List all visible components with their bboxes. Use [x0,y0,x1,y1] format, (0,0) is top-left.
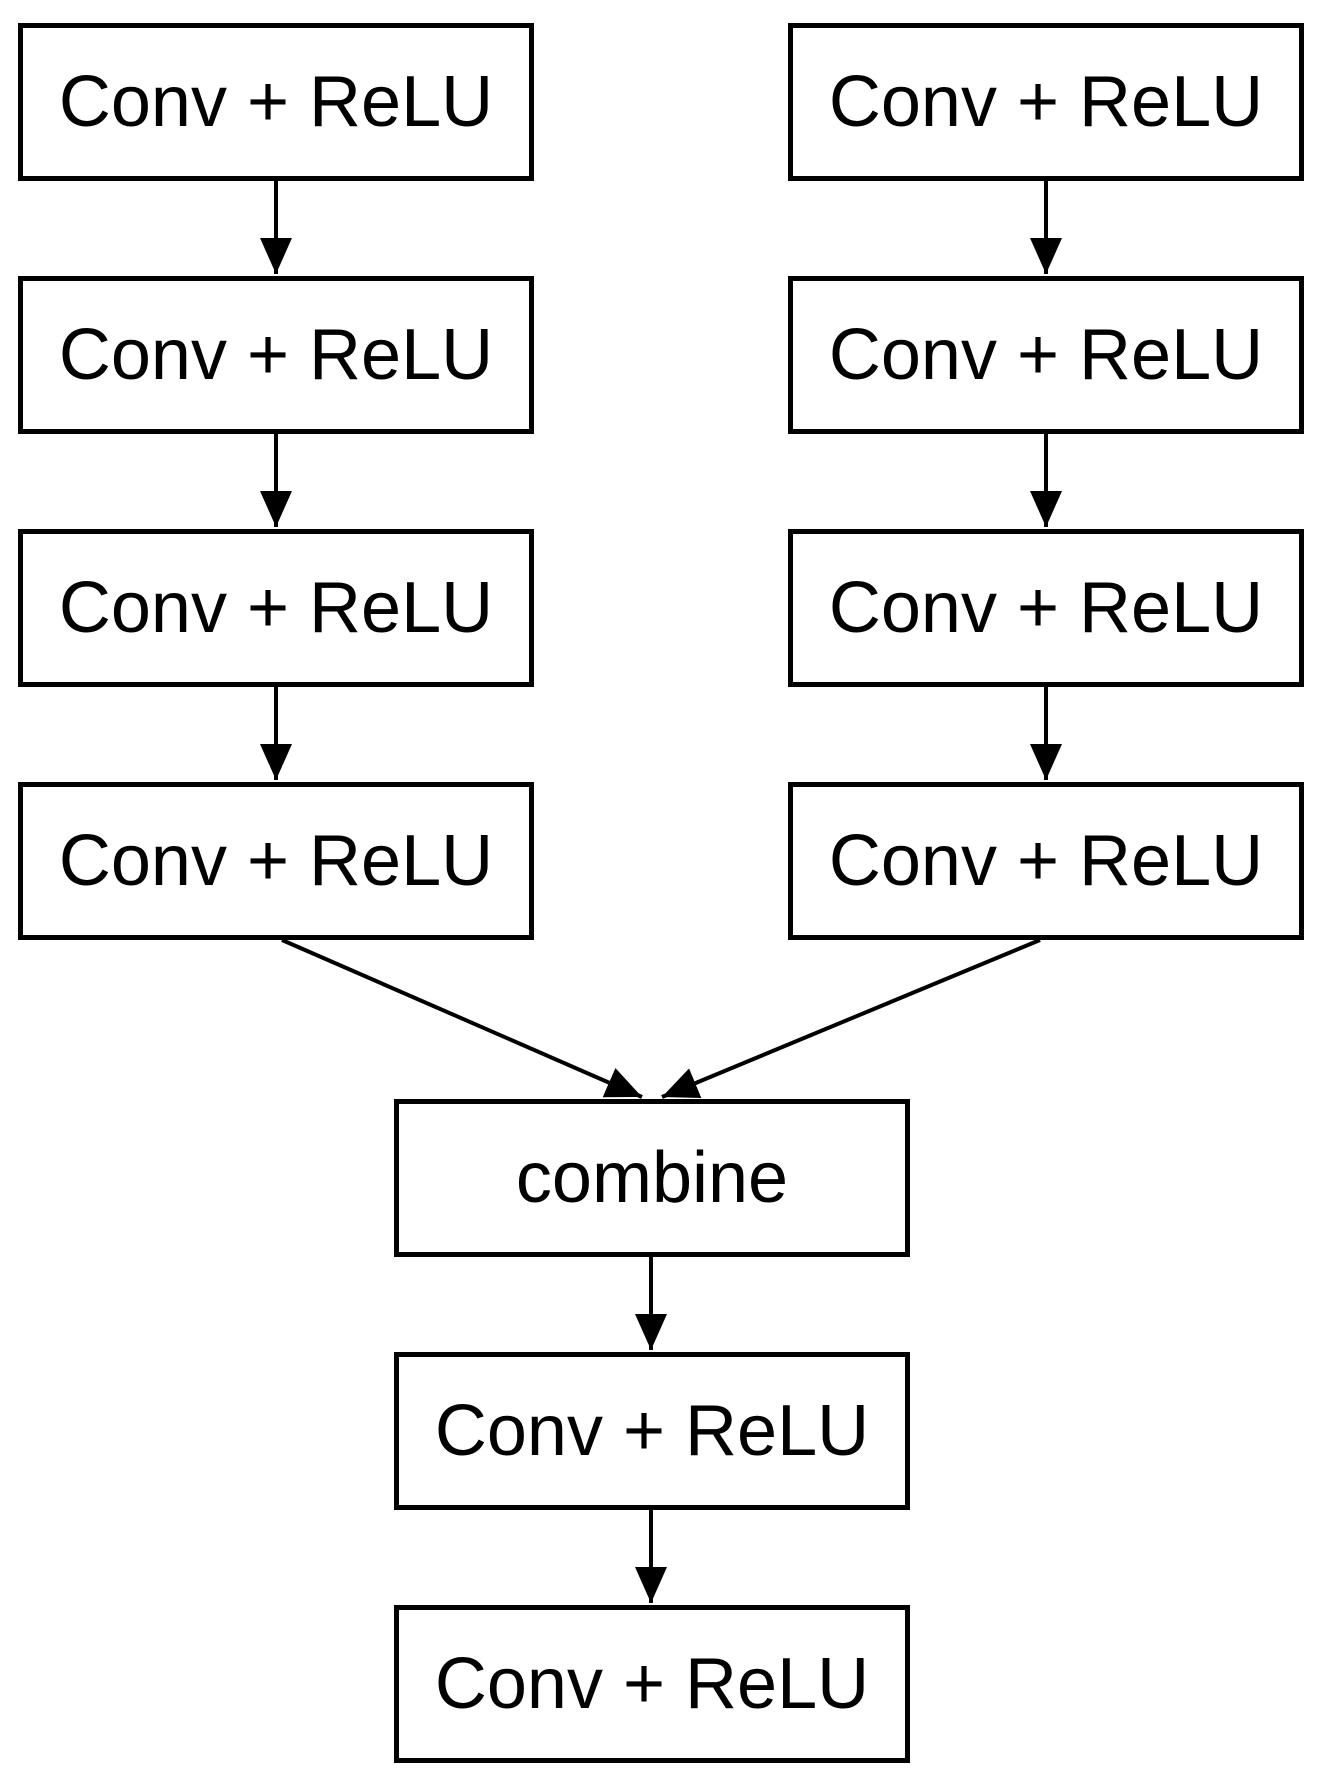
right-conv-relu-box-3: Conv + ReLU [788,529,1304,687]
combine-box: combine [394,1099,910,1257]
right-conv-relu-box-2: Conv + ReLU [788,276,1304,434]
left-conv-relu-box-2: Conv + ReLU [18,276,534,434]
combine-label: combine [515,1138,789,1218]
left-conv-relu-label-1: Conv + ReLU [58,62,494,142]
right-conv-relu-label-4: Conv + ReLU [828,821,1264,901]
merged-conv-relu-box-2: Conv + ReLU [394,1605,910,1763]
merged-conv-relu-label-2: Conv + ReLU [434,1644,870,1724]
edge-right-4-to-combine [661,938,1041,1099]
right-conv-relu-box-1: Conv + ReLU [788,23,1304,181]
left-conv-relu-box-4: Conv + ReLU [18,782,534,940]
right-conv-relu-label-1: Conv + ReLU [828,62,1264,142]
merged-conv-relu-label-1: Conv + ReLU [434,1391,870,1471]
left-conv-relu-label-3: Conv + ReLU [58,568,494,648]
left-conv-relu-label-4: Conv + ReLU [58,821,494,901]
right-conv-relu-label-2: Conv + ReLU [828,315,1264,395]
right-conv-relu-label-3: Conv + ReLU [828,568,1264,648]
left-conv-relu-label-2: Conv + ReLU [58,315,494,395]
edge-left-4-to-combine [281,938,643,1099]
merged-conv-relu-box-1: Conv + ReLU [394,1352,910,1510]
right-conv-relu-box-4: Conv + ReLU [788,782,1304,940]
left-conv-relu-box-3: Conv + ReLU [18,529,534,687]
left-conv-relu-box-1: Conv + ReLU [18,23,534,181]
